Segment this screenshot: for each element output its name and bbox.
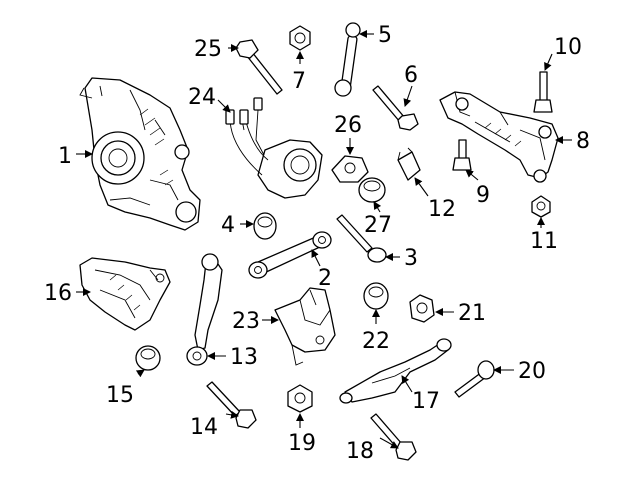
callout-9: 9 (476, 183, 490, 208)
callout-22: 22 (362, 329, 390, 354)
part-23-mount-bracket (274, 287, 336, 366)
callout-6: 6 (404, 63, 418, 88)
callout-23: 23 (232, 309, 260, 334)
nut-shapes (135, 25, 551, 413)
callout-3: 3 (404, 246, 418, 271)
callout-27: 27 (364, 213, 392, 238)
callout-8: 8 (576, 129, 590, 154)
part-16-bracket (79, 257, 171, 331)
callout-15: 15 (106, 383, 134, 408)
callout-4: 4 (221, 213, 235, 238)
part-13-control-arm (186, 253, 223, 366)
part-17-lower-arm (339, 338, 452, 404)
part-8-crossmember (439, 91, 559, 183)
part-1-knuckle (79, 77, 201, 231)
callout-26: 26 (334, 113, 362, 138)
callout-16: 16 (44, 281, 72, 306)
callout-19: 19 (288, 431, 316, 456)
part-12-clip (397, 147, 421, 181)
bolt-shapes (206, 39, 553, 461)
callout-12: 12 (428, 197, 456, 222)
part-5-stabilizer-link (334, 22, 361, 97)
callout-17: 17 (412, 389, 440, 414)
callout-20: 20 (518, 359, 546, 384)
part-2-lateral-link (248, 231, 332, 279)
callout-14: 14 (190, 415, 218, 440)
callout-1: 1 (58, 144, 72, 169)
callout-5: 5 (378, 23, 392, 48)
part-24-pump-assembly (225, 97, 323, 199)
callout-25: 25 (194, 37, 222, 62)
callout-11: 11 (530, 229, 558, 254)
callout-13: 13 (230, 345, 258, 370)
callout-24: 24 (188, 85, 216, 110)
leader-lines (76, 30, 572, 449)
callout-7: 7 (292, 69, 306, 94)
callout-labels: 1 2 3 4 5 6 7 8 9 10 11 12 13 14 15 16 1… (44, 23, 590, 464)
callout-18: 18 (346, 439, 374, 464)
callout-2: 2 (318, 266, 332, 291)
callout-21: 21 (458, 301, 486, 326)
callout-10: 10 (554, 35, 582, 60)
